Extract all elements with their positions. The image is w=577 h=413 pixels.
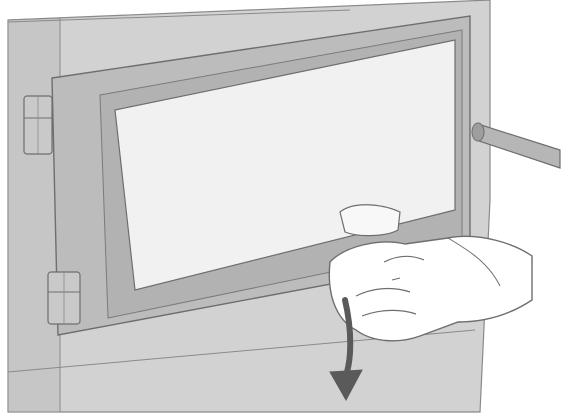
cleaning-cloth xyxy=(340,205,400,236)
lower-hinge xyxy=(48,272,80,324)
hand-icon xyxy=(329,236,532,340)
cabinet-side-panel xyxy=(8,18,60,412)
upper-hinge xyxy=(24,96,52,154)
